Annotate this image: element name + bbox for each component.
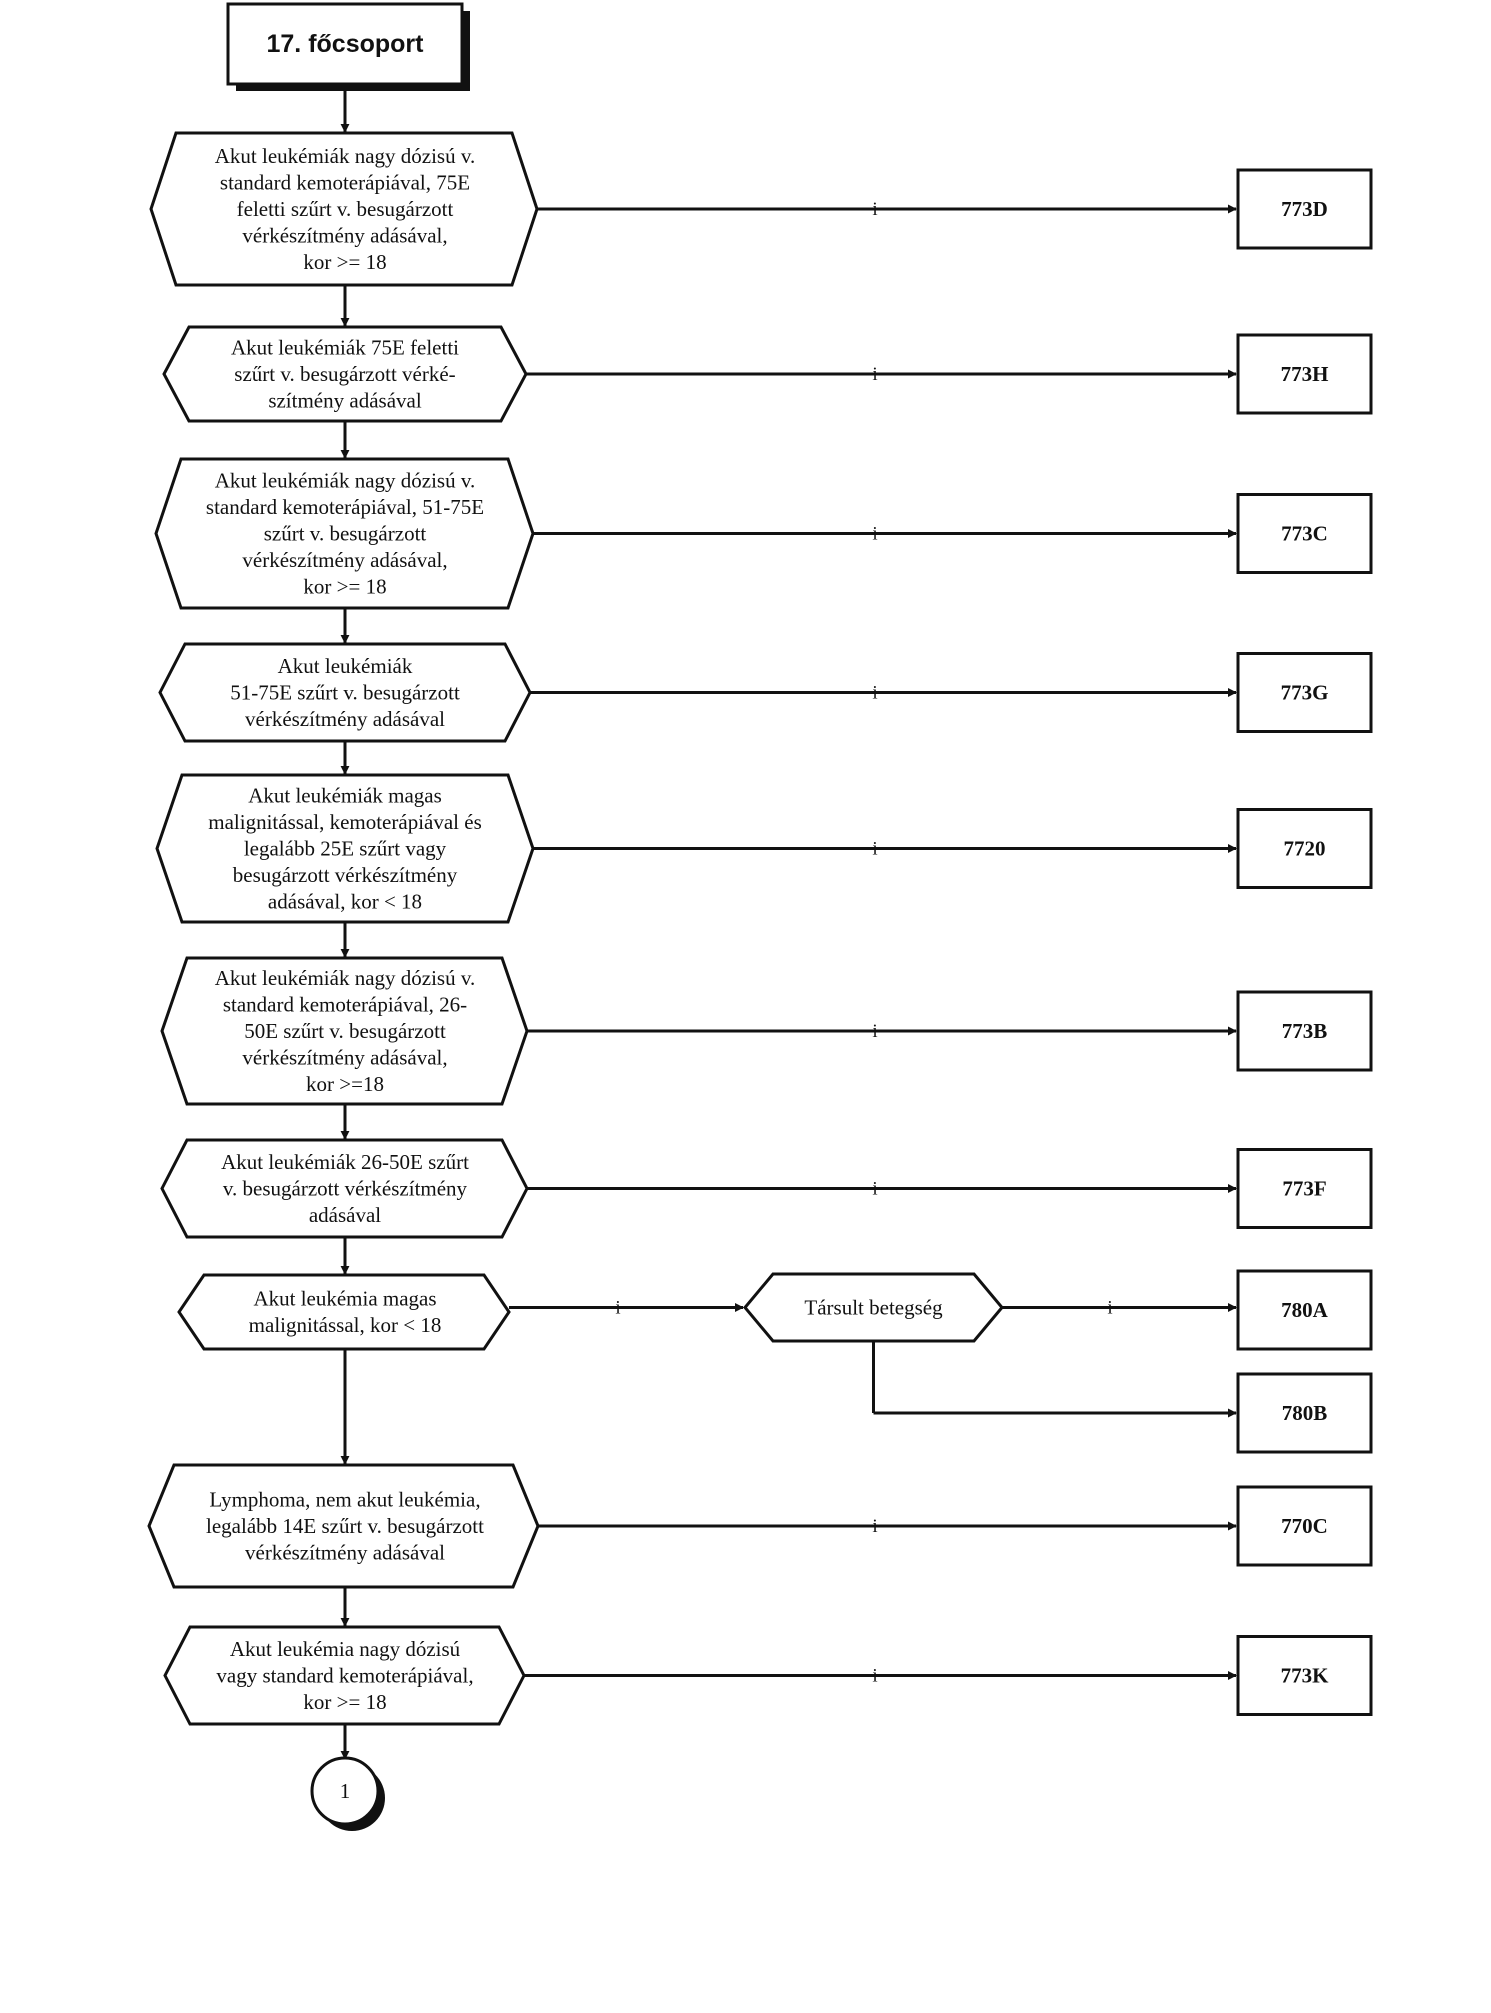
yes-label: i: [872, 1021, 877, 1042]
result-box: [1236, 1635, 1373, 1716]
yes-label: i: [872, 199, 877, 220]
decision-text-line: v. besugárzott vérkészítmény: [223, 1176, 468, 1200]
decision-text-line: adásával: [309, 1203, 381, 1227]
sub-decision-text: Társult betegség: [804, 1296, 943, 1320]
decision-text-line: Akut leukémia magas: [253, 1287, 436, 1311]
decision-hexagon: [162, 325, 528, 423]
decision-text-line: vérkészítmény adásával,: [242, 1045, 447, 1069]
decision-text-line: szítmény adásával: [268, 388, 422, 412]
decision-text-line: Lymphoma, nem akut leukémia,: [209, 1487, 480, 1511]
decision-hexagon: [155, 773, 535, 924]
decision-hexagon: [160, 1138, 529, 1239]
result-box: [1236, 808, 1373, 889]
decision-text-line: vagy standard kemoterápiával,: [216, 1663, 473, 1687]
decision-text-line: standard kemoterápiával, 26-: [223, 992, 467, 1016]
result-code: 780B: [1282, 1401, 1328, 1425]
decision-hexagon: [177, 1273, 511, 1351]
decision-text-line: malignitással, kor < 18: [249, 1313, 442, 1337]
decision-hexagon: [160, 956, 529, 1106]
decision-hexagon: [163, 1625, 526, 1726]
decision-text-line: szűrt v. besugárzott: [264, 521, 427, 545]
sub-decision-hexagon: [743, 1272, 1004, 1343]
decision-text-line: Akut leukémiák 26-50E szűrt: [221, 1150, 469, 1174]
result-code: 770C: [1281, 1514, 1328, 1538]
decision-text-line: Akut leukémiák nagy dózisú v.: [215, 468, 476, 492]
decision-hexagon: [147, 1463, 540, 1589]
decision-hexagon: [149, 131, 539, 287]
result-code: 773D: [1281, 197, 1328, 221]
yes-label: i: [872, 1516, 877, 1537]
yes-label: i: [615, 1298, 620, 1319]
result-box: [1236, 1485, 1373, 1567]
decision-text-line: 51-75E szűrt v. besugárzott: [230, 680, 460, 704]
yes-label: i: [872, 683, 877, 704]
result-box: [1236, 990, 1373, 1072]
yes-label: i: [872, 1666, 877, 1687]
result-code: 773G: [1281, 681, 1329, 705]
title-text: 17. főcsoport: [267, 30, 425, 58]
result-code: 7720: [1284, 837, 1326, 861]
result-code: 773K: [1281, 1664, 1330, 1688]
decision-text-line: kor >= 18: [303, 574, 386, 598]
steps-layer: Akut leukémiák nagy dózisú v.standard ke…: [147, 91, 1373, 1831]
yes-label: i: [872, 1179, 877, 1200]
decision-text-line: Akut leukémiák: [278, 654, 413, 678]
decision-text-line: vérkészítmény adásával,: [242, 548, 447, 572]
decision-text-line: kor >= 18: [303, 250, 386, 274]
decision-text-line: legalább 25E szűrt vagy: [244, 836, 447, 860]
decision-text-line: standard kemoterápiával, 51-75E: [206, 495, 484, 519]
decision-text-line: kor >= 18: [303, 1690, 386, 1714]
decision-text-line: szűrt v. besugárzott vérké-: [234, 362, 455, 386]
decision-text-line: Akut leukémiák nagy dózisú v.: [215, 144, 476, 168]
result-box: [1236, 1372, 1373, 1454]
result-box: [1236, 493, 1373, 574]
decision-text-line: vérkészítmény adásával,: [242, 223, 447, 247]
connector-circle: [310, 1756, 380, 1826]
connector-label: 1: [340, 1779, 351, 1803]
result-box: [1236, 168, 1373, 250]
decision-text-line: malignitással, kemoterápiával és: [208, 810, 482, 834]
decision-text-line: vérkészítmény adásával: [245, 1540, 445, 1564]
title-box: [226, 2, 464, 86]
yes-label: i: [872, 839, 877, 860]
decision-text-line: vérkészítmény adásával: [245, 707, 445, 731]
decision-text-line: legalább 14E szűrt v. besugárzott: [206, 1514, 484, 1538]
result-code: 773H: [1281, 362, 1329, 386]
result-box: [1236, 1269, 1373, 1351]
decision-text-line: standard kemoterápiával, 75E: [220, 170, 470, 194]
result-code: 780A: [1281, 1298, 1329, 1322]
yes-label: i: [1107, 1298, 1112, 1319]
decision-text-line: Akut leukémiák 75E feletti: [231, 335, 459, 359]
result-code: 773C: [1281, 522, 1328, 546]
result-box: [1236, 1148, 1373, 1229]
decision-text-line: adásával, kor < 18: [268, 889, 422, 913]
decision-text-line: Akut leukémia nagy dózisú: [230, 1637, 461, 1661]
decision-text-line: Akut leukémiák magas: [248, 783, 442, 807]
decision-text-line: Akut leukémiák nagy dózisú v.: [215, 966, 476, 990]
decision-text-line: 50E szűrt v. besugárzott: [244, 1019, 446, 1043]
decision-hexagon: [154, 457, 535, 610]
decision-hexagon: [158, 642, 532, 743]
title-block: 17. főcsoport: [226, 2, 470, 91]
yes-label: i: [872, 364, 877, 385]
decision-text-line: kor >=18: [306, 1072, 384, 1096]
result-code: 773F: [1282, 1177, 1326, 1201]
result-box: [1236, 652, 1373, 733]
result-box: [1236, 333, 1373, 415]
decision-text-line: besugárzott vérkészítmény: [233, 863, 458, 887]
decision-text-line: feletti szűrt v. besugárzott: [237, 197, 454, 221]
result-code: 773B: [1282, 1019, 1328, 1043]
yes-label: i: [872, 524, 877, 545]
